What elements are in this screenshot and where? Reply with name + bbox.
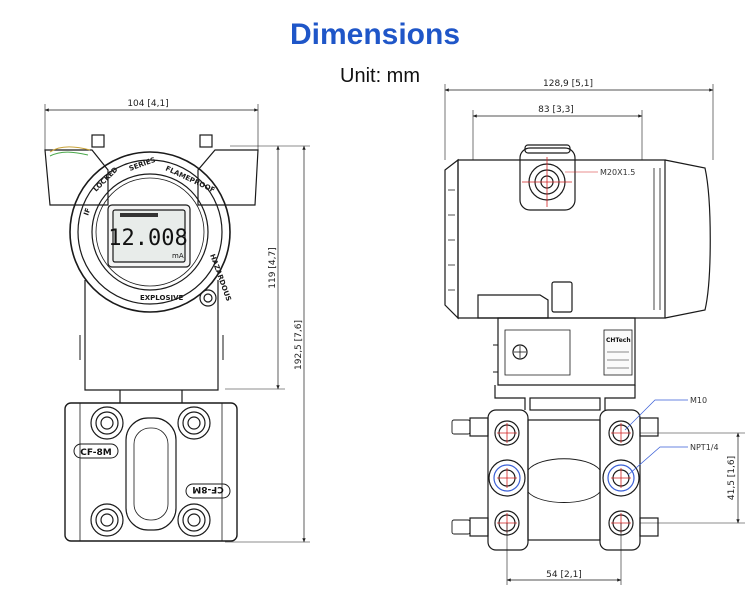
lock-screw (199, 289, 217, 307)
lcd-bargraph (120, 213, 158, 217)
callout-bolt-leader (624, 399, 688, 431)
cover-inner-ring (91, 173, 209, 291)
left-ear-bolt (91, 134, 105, 148)
dial-text-3: IF (82, 207, 92, 217)
dim-depths: 128,9 [5,1] 83 [3,3] (444, 79, 714, 160)
dim-heights: 119 [4,7] 192,5 [7,6] (225, 145, 310, 543)
front-cover (664, 159, 711, 319)
wire-green (49, 151, 89, 157)
dim-width-text: 104 [4,1] (127, 99, 168, 109)
bolt-heads (451, 419, 471, 535)
flange-bolts (90, 406, 211, 537)
dial-text-2: EXPLOSIVE (140, 294, 184, 302)
material-stamp-left-text: CF-8M (80, 448, 111, 458)
nameplate-text: CHTech (606, 337, 631, 344)
cover-outer-ring (69, 151, 231, 313)
dial-text-1: SERIES (128, 156, 157, 173)
dim-vertical-bolt: 41,5 [1,6] (640, 432, 745, 524)
dim-overall-depth-text: 128,9 [5,1] (543, 79, 593, 89)
side-housing-body (457, 159, 666, 319)
conduit-boss (519, 147, 576, 211)
front-view: 104 [4,1] 119 [4,7] 192,5 [7,6] (44, 99, 310, 543)
side-lock-bracket (477, 294, 549, 319)
callout-port: NPT1/4 (690, 443, 719, 452)
rear-cover (444, 158, 459, 320)
material-stamp-right (185, 483, 231, 499)
dim-width: 104 [4,1] (44, 99, 259, 150)
dim-cover-depth-text: 83 [3,3] (538, 105, 574, 115)
page-title: Dimensions (289, 18, 461, 51)
side-view: 128,9 [5,1] 83 [3,3] M20X1.5 CHTech (444, 79, 745, 585)
dial-text-4: LOCKED (92, 165, 120, 193)
right-conduit-ear (197, 149, 259, 206)
sensor-capsule (527, 419, 601, 541)
material-stamp-left (73, 443, 119, 459)
lcd-unit: mA (172, 252, 184, 260)
nameplate (603, 329, 633, 376)
dim-horizontal-bolt: 54 [2,1] (506, 523, 622, 585)
callout-conduit: M20X1.5 (600, 168, 635, 177)
unit-label: Unit: mm (340, 65, 420, 87)
callout-bolt: M10 (690, 396, 707, 405)
material-stamp-right-text: CF-8M (192, 484, 223, 494)
center-slot (125, 417, 177, 531)
dim-vertical-bolt-text: 41,5 [1,6] (727, 456, 737, 500)
callout-port-leader (627, 446, 688, 476)
dim-housing-height-text: 119 [4,7] (268, 247, 278, 288)
ground-screw (512, 344, 528, 360)
housing-body (84, 280, 219, 391)
dim-horizontal-bolt-text: 54 [2,1] (546, 570, 582, 580)
right-ear-bolt (199, 134, 213, 148)
dim-total-height-text: 192,5 [7,6] (294, 320, 304, 370)
lcd-reading: 12.008 (108, 226, 187, 251)
lcd-screen (112, 209, 186, 263)
cover-mid-ring (77, 159, 223, 305)
wire-yellow (49, 146, 91, 153)
left-conduit-ear (44, 149, 109, 206)
dial-text-6: HAZARDOUS (208, 253, 233, 302)
